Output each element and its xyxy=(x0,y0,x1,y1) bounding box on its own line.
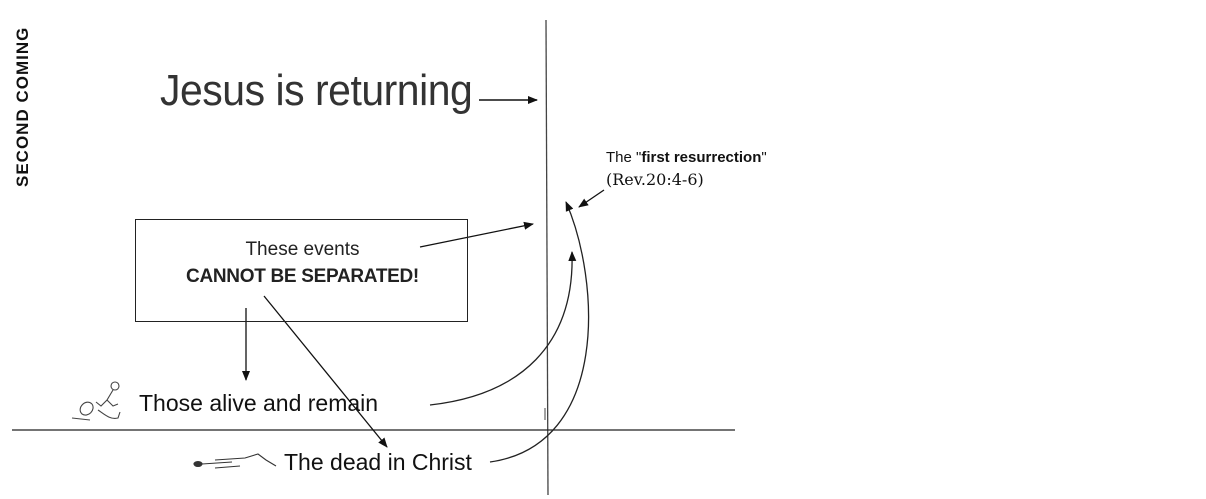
second-coming-text: SECOND COMING xyxy=(13,26,32,187)
dead-rising-curve xyxy=(489,201,590,463)
headline: Jesus is returning xyxy=(160,66,473,115)
first-resurrection-label: The "first resurrection" xyxy=(606,149,767,166)
box-to-timeline-arrow xyxy=(419,221,534,248)
dead-label: The dead in Christ xyxy=(284,449,472,475)
first-resurrection-reference: (Rev.20:4-6) xyxy=(606,170,704,189)
first-resurrection-arrow xyxy=(578,189,605,208)
events-box-line1: These events xyxy=(245,239,360,260)
events-box: These events CANNOT BE SEPARATED! xyxy=(135,219,468,322)
first-resurrection-emphasis: first resurrection xyxy=(641,149,762,166)
first-resurrection-suffix: " xyxy=(761,149,767,166)
alive-label: Those alive and remain xyxy=(139,390,379,416)
alive-rising-curve xyxy=(429,251,577,406)
lying-figure-icon xyxy=(193,453,277,469)
first-resurrection-prefix: The " xyxy=(606,149,642,166)
standing-figure-icon xyxy=(71,381,121,421)
second-coming-line xyxy=(545,19,549,496)
events-box-line2: CANNOT BE SEPARATED! xyxy=(186,266,419,287)
